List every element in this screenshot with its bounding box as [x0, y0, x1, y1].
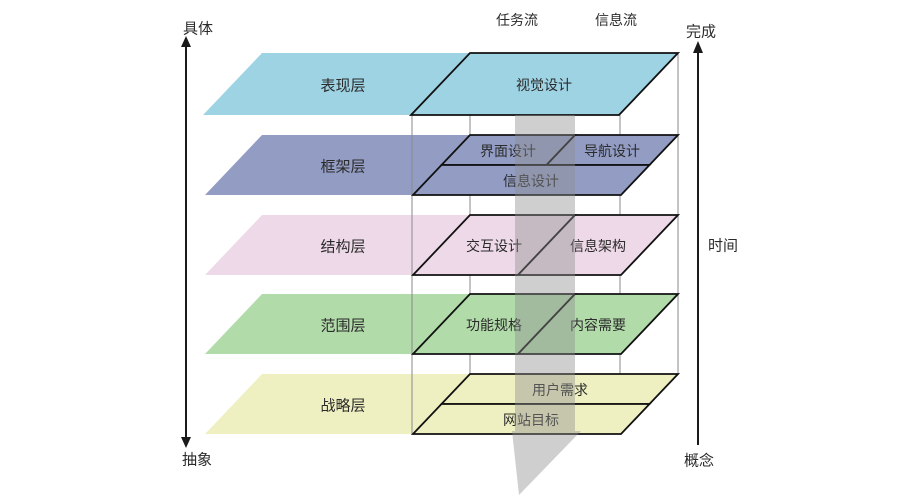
- layer-name-labels: 表现层 框架层 结构层 范围层 战略层: [320, 76, 365, 414]
- abstract-label: 抽象: [182, 450, 212, 468]
- skeleton-layer-label: 框架层: [320, 157, 365, 175]
- visual-design-cell: [408, 52, 681, 116]
- surface-layer-label: 表现层: [320, 76, 365, 94]
- concept-label: 概念: [684, 451, 714, 469]
- right-axis: 完成 概念 时间: [684, 22, 738, 469]
- structure-layer-label: 结构层: [320, 237, 365, 255]
- content-requirements-label: 内容需要: [570, 317, 626, 334]
- concrete-label: 具体: [183, 19, 213, 37]
- content-requirements-cell: [515, 293, 681, 355]
- left-axis: 具体 抽象: [181, 19, 213, 468]
- site-objectives-label: 网站目标: [503, 413, 559, 429]
- scope-layer-label: 范围层: [320, 316, 365, 334]
- strategy-layer-label: 战略层: [320, 396, 365, 414]
- functional-specs-label: 功能规格: [466, 318, 522, 334]
- information-architecture-label: 信息架构: [570, 238, 626, 255]
- left-axis-down-arrow-icon: [181, 437, 191, 448]
- information-design-cell: [410, 164, 652, 196]
- complete-label: 完成: [686, 22, 716, 40]
- information-architecture-cell: [515, 214, 681, 276]
- site-objectives-cell: [410, 403, 652, 435]
- interaction-design-label: 交互设计: [466, 238, 522, 255]
- layer-cells: 视觉设计 界面设计 导航设计 信息设计 交互设计 信息架构 功能规格 内容需要 …: [408, 52, 681, 435]
- information-design-label: 信息设计: [503, 173, 559, 190]
- visual-design-label: 视觉设计: [516, 78, 572, 94]
- info-flow-label: 信息流: [595, 12, 637, 29]
- right-axis-up-arrow-icon: [693, 41, 703, 53]
- interface-design-label: 界面设计: [480, 144, 536, 160]
- task-flow-label: 任务流: [496, 13, 538, 29]
- user-needs-label: 用户需求: [532, 382, 588, 399]
- left-axis-up-arrow-icon: [181, 36, 191, 47]
- flow-ribbon-arrow: [512, 115, 581, 495]
- flow-headers: 任务流 信息流: [496, 12, 637, 29]
- time-label: 时间: [708, 236, 738, 254]
- navigation-design-label: 导航设计: [584, 144, 640, 160]
